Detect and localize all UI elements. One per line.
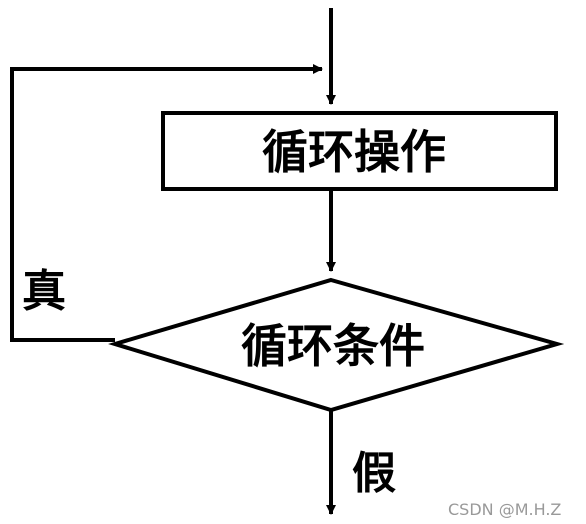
false-branch-label: 假: [352, 448, 396, 499]
loop-condition-label: 循环条件: [241, 319, 425, 373]
true-branch-label: 真: [22, 266, 66, 317]
loop-body-label: 循环操作: [262, 125, 446, 179]
csdn-watermark: CSDN @M.H.Z: [448, 500, 561, 519]
loop-body-box: [161, 111, 558, 191]
true-branch-path: [10, 64, 323, 342]
